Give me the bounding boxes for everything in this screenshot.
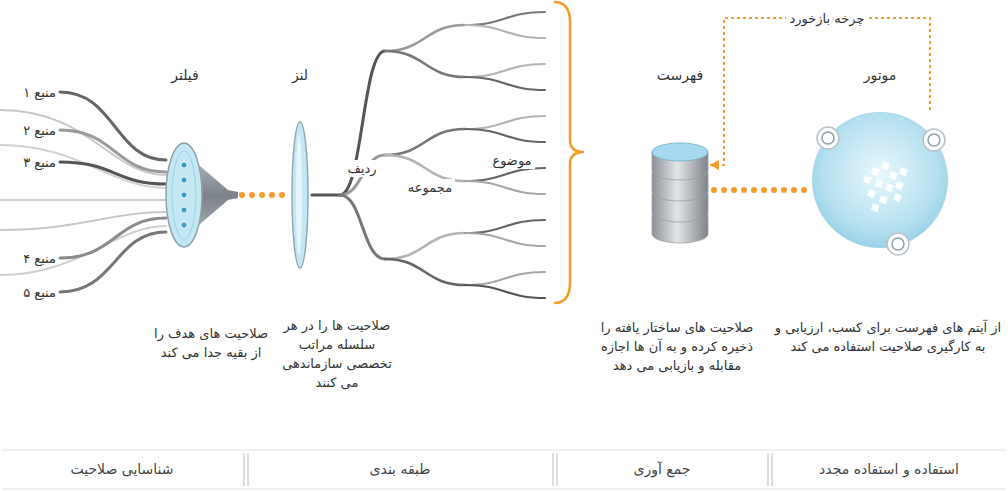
bottom-bar-separators [2, 450, 1006, 489]
database-icon: فهرستصلاحیت های ساختار یافته را ذخیره کر… [650, 140, 710, 240]
engine-icon-graphic [810, 110, 950, 250]
node-caption: صلاحیت ها را در هر سلسله مراتب تخصصی ساز… [276, 316, 398, 392]
edge-label: چرخه بازخورد [786, 10, 867, 27]
node-caption: از آیتم های فهرست برای کسب، ارزیابی و به… [774, 318, 1002, 356]
filter-icon-graphic [162, 140, 238, 250]
stage-label: شناسایی صلاحیت [70, 461, 173, 478]
node-title: موتور [864, 66, 897, 84]
database-icon-graphic [650, 140, 710, 240]
node-caption: صلاحیت های هدف را از بقیه جدا می کند [150, 324, 272, 362]
source-label: منبع ۲ [23, 122, 56, 139]
engine-icon: موتوراز آیتم های فهرست برای کسب، ارزیابی… [810, 110, 950, 250]
orange-bracket [554, 2, 584, 303]
source-label: منبع ۵ [23, 284, 56, 301]
source-label: منبع ۳ [23, 154, 56, 171]
stage-label: جمع آوری [633, 461, 690, 478]
connector [714, 190, 806, 191]
lens-icon: لنزصلاحیت ها را در هر سلسله مراتب تخصصی … [291, 120, 309, 270]
node-title: فهرست [657, 66, 703, 84]
stage-label: استفاده و استفاده مجدد [819, 461, 959, 478]
node-title: فیلتر [171, 66, 199, 84]
source-label: منبع ۱ [23, 84, 56, 101]
node-caption: صلاحیت های ساختار یافته را ذخیره کرده و … [585, 318, 769, 375]
stage-label: طبقه بندی [370, 461, 431, 478]
tree-level-label: ردیف [344, 160, 379, 177]
node-title: لنز [292, 66, 308, 84]
source-lines [0, 92, 166, 292]
connector [242, 195, 287, 196]
filter-icon: فیلترصلاحیت های هدف را از بقیه جدا می کن… [162, 140, 238, 250]
hierarchy-tree [312, 12, 545, 298]
tree-level-label: موضوع [489, 152, 534, 169]
source-label: منبع ۴ [23, 250, 56, 267]
lens-icon-graphic [291, 120, 309, 270]
tree-level-label: مجموعه [405, 179, 455, 196]
